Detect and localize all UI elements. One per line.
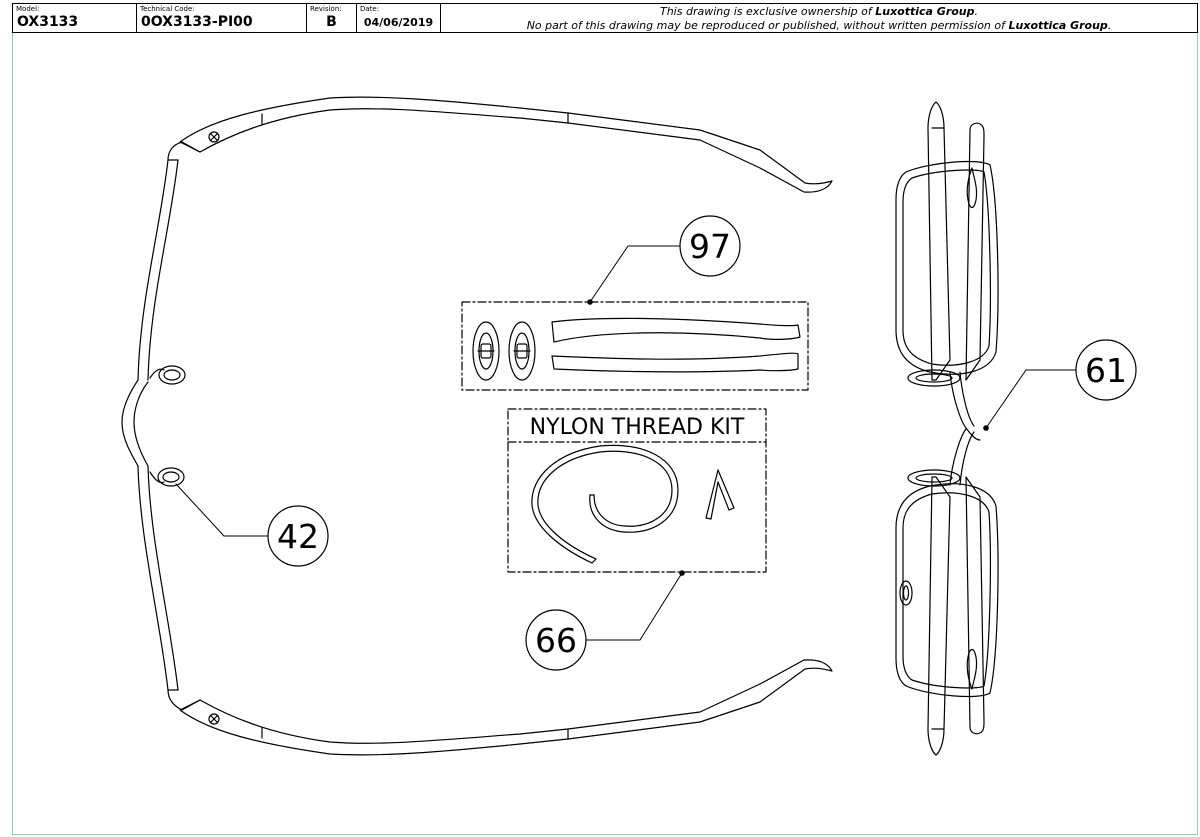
model-cell: Model: OX3133	[13, 4, 137, 32]
date-cell: Date: 04/06/2019	[357, 4, 441, 32]
front-folded-temples	[927, 101, 985, 756]
callout-66	[525, 609, 587, 671]
nylon-thread-kit-box	[507, 408, 767, 641]
spare-nose-pad-1	[472, 321, 500, 381]
notice-line-1: This drawing is exclusive ownership of L…	[441, 5, 1197, 19]
notice-line-2-text: No part of this drawing may be reproduce…	[526, 19, 1009, 32]
revision-value: B	[326, 14, 337, 30]
lower-lens-rim	[137, 465, 201, 711]
nose-pad-lower	[149, 467, 185, 487]
hinge-screw-bottom-icon	[208, 713, 220, 725]
front-nose-pad-lower	[907, 469, 961, 487]
frame-top-view	[121, 96, 833, 756]
lower-temple	[179, 659, 833, 756]
callout-61-label: 61	[1085, 351, 1127, 390]
notice-line-2-end: .	[1107, 19, 1112, 32]
nylon-kit-title: NYLON THREAD KIT	[530, 415, 745, 440]
notice-line-2-brand: Luxottica Group	[1008, 19, 1108, 32]
frame-front-view	[895, 101, 1077, 756]
callout-66-label: 66	[535, 621, 577, 660]
bridge	[121, 379, 149, 467]
front-nose-pad-upper	[907, 369, 961, 387]
callout-61	[1075, 339, 1137, 401]
upper-temple	[179, 96, 833, 193]
callout-42	[175, 483, 329, 567]
technical-code-cell: Technical Code: 0OX3133-PI00	[137, 4, 307, 32]
model-label: Model:	[16, 5, 40, 13]
notice-line-2: No part of this drawing may be reproduce…	[441, 19, 1197, 33]
upper-lens-rim	[137, 141, 201, 381]
ownership-notice: This drawing is exclusive ownership of L…	[441, 4, 1197, 32]
nylon-thread-coil	[531, 444, 679, 564]
notice-line-1-brand: Luxottica Group	[875, 5, 975, 18]
revision-label: Revision:	[310, 5, 342, 13]
hinge-screw-top-icon	[208, 131, 220, 143]
technical-code-label: Technical Code:	[140, 5, 195, 13]
notice-line-1-text: This drawing is exclusive ownership of	[659, 5, 876, 18]
spare-nose-pad-2	[508, 321, 536, 381]
notice-line-1-end: .	[974, 5, 979, 18]
technical-code-value: 0OX3133-PI00	[141, 14, 253, 30]
date-value: 04/06/2019	[363, 16, 434, 29]
front-bridge	[949, 371, 981, 486]
spare-temple-tip-upper	[551, 317, 801, 343]
thread-tool-icon	[705, 469, 735, 520]
callout-42-label: 42	[277, 517, 319, 556]
logo-ellipse-icon	[899, 580, 913, 606]
spare-temple-tip-lower	[551, 352, 799, 373]
revision-cell: Revision: B	[307, 4, 357, 32]
title-block: Model: OX3133 Technical Code: 0OX3133-PI…	[12, 3, 1198, 33]
callout-97	[679, 215, 741, 277]
spare-parts-box	[461, 245, 809, 391]
callout-97-label: 97	[689, 227, 731, 266]
date-label: Date:	[360, 5, 380, 13]
nose-pad-upper	[149, 365, 186, 385]
model-value: OX3133	[17, 14, 79, 30]
